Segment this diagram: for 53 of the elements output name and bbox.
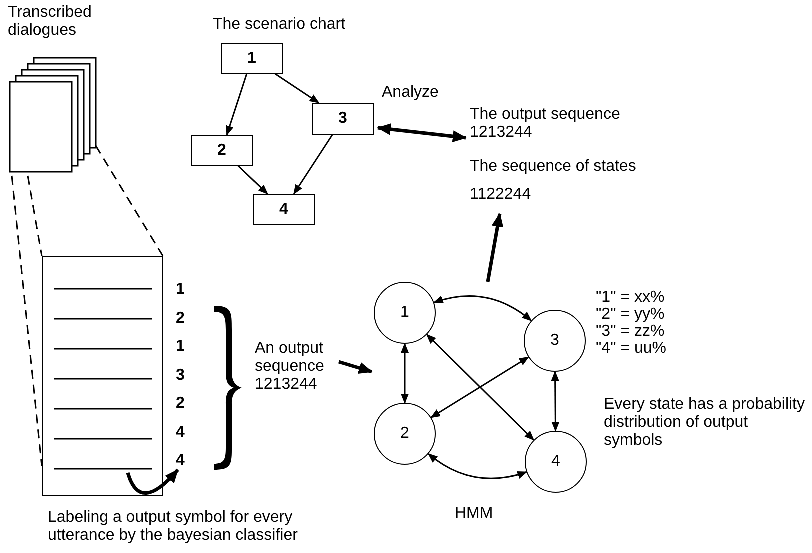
output-symbol: 1 (176, 337, 186, 357)
sequence-value: 1213244 (255, 376, 318, 394)
note-text: Every state has a probability distribution of output symbols (604, 396, 806, 450)
output-symbol: 4 (176, 422, 186, 442)
state-number: 3 (338, 110, 348, 128)
arrow (274, 73, 320, 104)
state-number: 2 (218, 142, 226, 160)
text-heading: An output sequence (255, 340, 326, 376)
state-number: 4 (552, 453, 560, 471)
arrow (486, 213, 504, 282)
document-page (42, 256, 163, 496)
chart-label: HMM (455, 505, 494, 523)
text-heading: The output sequence (470, 106, 622, 124)
output-symbol: 4 (176, 451, 186, 471)
scenario-box (221, 43, 283, 74)
state-number: 1 (400, 304, 410, 322)
probability-value: "3" = zz% (596, 323, 666, 340)
chart-label: The scenario chart (213, 16, 347, 34)
note-text: Labeling a output symbol for every utterance by the bayesian classifier (48, 509, 299, 545)
projection-line (95, 146, 164, 256)
sequence-value: 1122244 (470, 186, 532, 204)
probability-value: "1" = xx% (596, 289, 666, 306)
scenario-box (253, 194, 315, 225)
text-heading: The sequence of states (470, 158, 638, 176)
probability-value: "4" = uu% (596, 340, 668, 357)
output-symbol: 2 (176, 308, 186, 328)
arrow (428, 453, 528, 480)
state-number: 4 (280, 200, 288, 218)
output-symbol: 2 (176, 394, 186, 414)
probability-value: "2" = yy% (596, 306, 666, 323)
projection-line (11, 176, 43, 466)
output-symbol: 1 (176, 280, 186, 300)
state-number: 3 (550, 332, 560, 350)
heading: Transcribed dialogues (8, 4, 93, 40)
arrow (401, 343, 409, 404)
arrow (377, 124, 467, 142)
arrow (426, 334, 535, 441)
sequence-value: 1213244 (470, 124, 534, 142)
arrow (433, 296, 532, 322)
arrow (238, 165, 268, 195)
arrow (551, 371, 560, 432)
output-symbol: 3 (176, 366, 186, 386)
scenario-box (191, 135, 253, 166)
projection-line (27, 176, 43, 256)
arrow (226, 74, 248, 136)
scenario-box (312, 103, 374, 135)
state-number: 2 (400, 425, 410, 443)
arrow (293, 134, 334, 195)
state-number: 1 (248, 50, 256, 68)
arrow (338, 360, 373, 374)
arrow (430, 356, 530, 418)
arrow (126, 468, 180, 495)
edge-label: Analyze (382, 84, 439, 102)
